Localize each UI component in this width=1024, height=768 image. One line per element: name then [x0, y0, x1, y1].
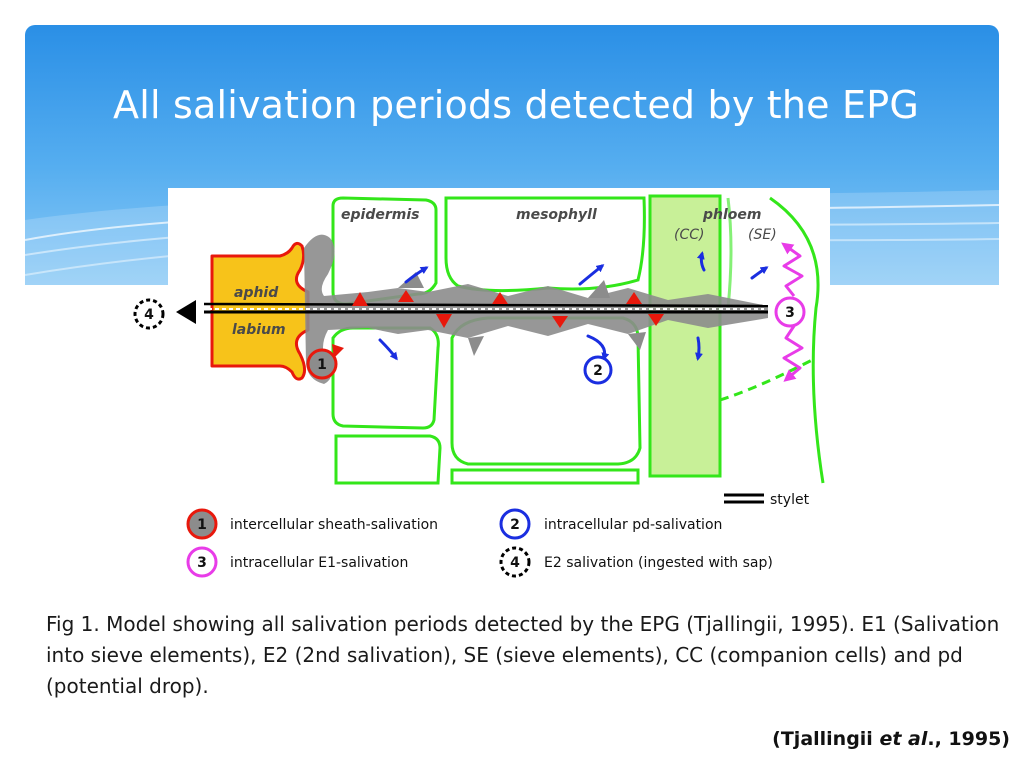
label-mesophyll: mesophyll [516, 207, 597, 223]
citation: (Tjallingii et al., 1995) [772, 728, 1010, 750]
svg-text:1: 1 [197, 517, 207, 533]
svg-text:4: 4 [144, 307, 154, 323]
citation-open: (Tjallingii [772, 728, 880, 750]
marker-4-outer: 4 [133, 298, 165, 330]
svg-text:intracellular E1-salivation: intracellular E1-salivation [230, 555, 408, 571]
legend-item-1: 1 intercellular sheath-salivation [186, 508, 438, 540]
marker-3: 3 [774, 296, 806, 328]
figure-caption: Fig 1. Model showing all salivation peri… [46, 612, 1000, 698]
label-cc: (CC) [674, 227, 704, 243]
phloem-region [648, 194, 722, 478]
svg-text:2: 2 [593, 363, 603, 379]
sheath-salivation-marks [332, 290, 664, 358]
stylet-bundle [203, 302, 769, 314]
legend-item-2: 2 intracellular pd-salivation [499, 508, 722, 540]
svg-text:2: 2 [510, 517, 520, 533]
label-se: (SE) [748, 227, 777, 243]
marker-1: 1 [306, 348, 338, 380]
label-epidermis: epidermis [341, 207, 419, 223]
slide-title: All salivation periods detected by the E… [113, 83, 920, 127]
epg-salivation-diagram: 1 2 3 epidermis mesophyll phloem (CC) (S… [168, 188, 830, 588]
svg-text:stylet: stylet [770, 492, 810, 508]
e1-salivation-zigzag [781, 242, 804, 382]
svg-text:intracellular pd-salivation: intracellular pd-salivation [544, 517, 722, 533]
marker-2: 2 [583, 355, 613, 385]
svg-text:3: 3 [785, 305, 795, 321]
svg-text:E2 salivation (ingested with s: E2 salivation (ingested with sap) [544, 555, 773, 571]
svg-text:3: 3 [197, 555, 207, 571]
phloem-dashed-link [719, 356, 817, 402]
legend-item-3: 3 intracellular E1-salivation [186, 546, 408, 578]
citation-etal: et al [879, 728, 928, 750]
label-phloem: phloem [702, 207, 762, 223]
legend-item-4: 4 E2 salivation (ingested with sap) [499, 546, 773, 578]
legend: stylet 1 intercellular sheath-salivation… [186, 492, 810, 578]
svg-text:1: 1 [317, 357, 327, 373]
svg-text:intercellular sheath-salivatio: intercellular sheath-salivation [230, 517, 438, 533]
ingestion-arrow [176, 300, 196, 324]
salivary-sheath [304, 234, 768, 384]
label-aphid: aphid [234, 285, 279, 301]
label-labium: labium [232, 322, 286, 338]
svg-text:4: 4 [510, 555, 520, 571]
legend-stylet: stylet [724, 492, 810, 508]
pd-salivation-arrows [378, 251, 769, 361]
citation-close: ., 1995) [927, 728, 1010, 750]
